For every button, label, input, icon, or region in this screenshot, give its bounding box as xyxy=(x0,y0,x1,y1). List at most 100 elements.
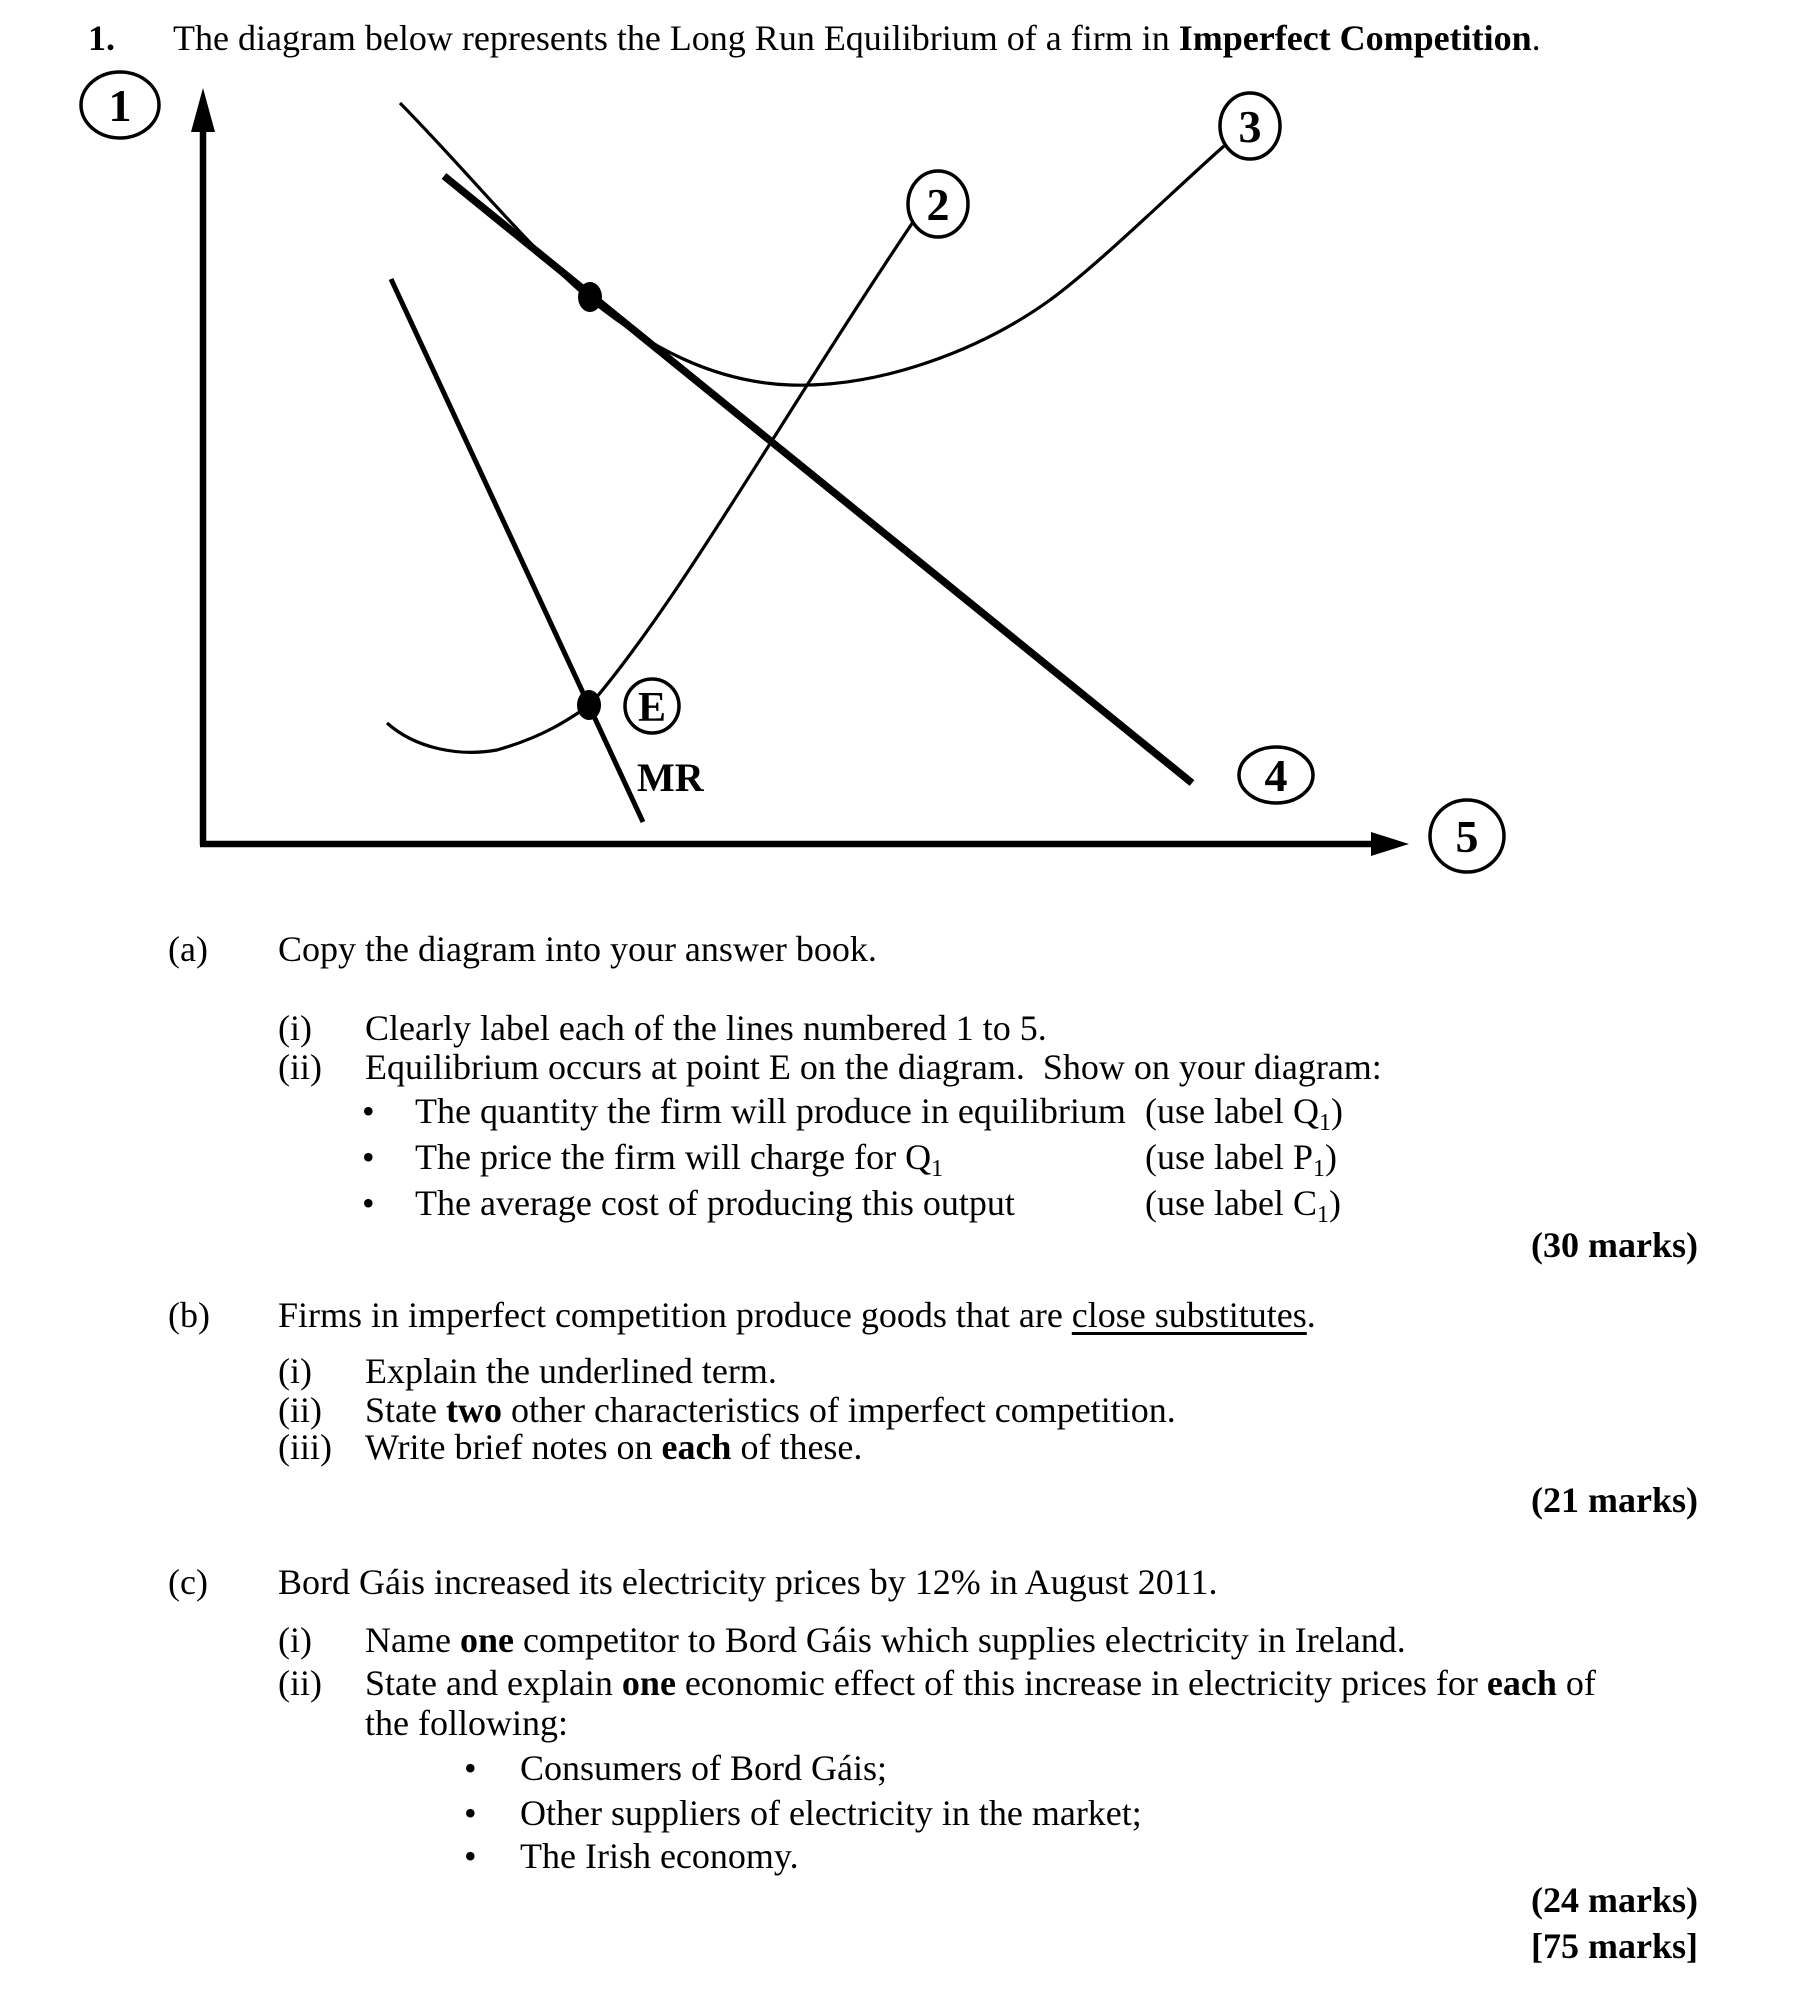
part-a-marker: (a) xyxy=(168,929,208,969)
part-b-i-text: Explain the underlined term. xyxy=(365,1351,777,1391)
part-c-i-text: Name one competitor to Bord Gáis which s… xyxy=(365,1622,1406,1658)
part-b-iii-row: (iii) Write brief notes on each of these… xyxy=(0,1429,1818,1469)
part-a-bullet-1-label: (use label Q1) xyxy=(1145,1091,1343,1136)
mr-label: MR xyxy=(637,755,705,800)
point-e-label: E xyxy=(623,677,681,735)
demand-line xyxy=(441,173,1195,786)
part-c-i-pre: Name xyxy=(365,1620,460,1660)
bullet-2-text-main: The price the firm will charge for Q xyxy=(415,1137,932,1177)
part-a-ii-marker: (ii) xyxy=(278,1047,322,1087)
part-a-text: Copy the diagram into your answer book. xyxy=(278,929,877,969)
part-c-marks-row: (24 marks) xyxy=(0,1882,1818,1922)
marginal-cost-curve xyxy=(385,221,915,754)
circle-label-5: 5 xyxy=(1428,798,1506,874)
question-title: The diagram below represents the Long Ru… xyxy=(173,20,1541,56)
circle-label-4: 4 xyxy=(1237,745,1315,805)
question-number: 1. xyxy=(88,18,115,58)
part-b-iii-text: Write brief notes on each of these. xyxy=(365,1429,862,1465)
part-a-marks: (30 marks) xyxy=(1531,1225,1698,1265)
circle-3-number: 3 xyxy=(1239,101,1262,152)
part-b-text-end: . xyxy=(1306,1295,1316,1335)
bullet-icon: • xyxy=(464,1748,477,1788)
part-c-i-marker: (i) xyxy=(278,1620,312,1660)
circle-label-2: 2 xyxy=(906,169,970,239)
title-text: The diagram below represents the Long Ru… xyxy=(173,18,1179,58)
part-b-iii-pre: Write brief notes on xyxy=(365,1427,662,1467)
part-b-marks: (21 marks) xyxy=(1531,1480,1698,1520)
x-axis-arrowhead xyxy=(1371,832,1409,856)
circle-5-number: 5 xyxy=(1456,811,1479,862)
part-c-marks: (24 marks) xyxy=(1531,1880,1698,1920)
label-p-sub: 1 xyxy=(1312,1156,1325,1182)
part-c-bullet-2-row: • Other suppliers of electricity in the … xyxy=(0,1795,1818,1835)
part-c-bullet-1-row: • Consumers of Bord Gáis; xyxy=(0,1750,1818,1790)
part-b-text-pre: Firms in imperfect competition produce g… xyxy=(278,1295,1072,1335)
part-a-row: (a) Copy the diagram into your answer bo… xyxy=(0,931,1818,971)
part-a-ii-row: (ii) Equilibrium occurs at point E on th… xyxy=(0,1049,1818,1089)
title-period: . xyxy=(1531,18,1541,58)
part-a-bullet-2-text: The price the firm will charge for Q1 xyxy=(415,1137,944,1182)
part-b-i-marker: (i) xyxy=(278,1351,312,1391)
part-a-bullet-3-label: (use label C1) xyxy=(1145,1183,1341,1228)
part-b-iii-end: of these. xyxy=(731,1427,863,1467)
bullet-icon: • xyxy=(362,1137,375,1177)
part-b-ii-end: other characteristics of imperfect compe… xyxy=(501,1390,1176,1430)
part-a-bullet-2-row: • The price the firm will charge for Q1 … xyxy=(0,1137,1818,1182)
part-b-ii-text: State two other characteristics of imper… xyxy=(365,1392,1176,1428)
part-a-bullet-1-text: The quantity the firm will produce in eq… xyxy=(415,1091,1126,1131)
part-c-bullet-3-row: • The Irish economy. xyxy=(0,1838,1818,1878)
part-c-ii-mid: economic effect of this increase in elec… xyxy=(675,1663,1487,1703)
part-c-bullet-3-text: The Irish economy. xyxy=(520,1836,799,1876)
part-c-ii-row: (ii) State and explain one economic effe… xyxy=(0,1665,1818,1705)
part-c-bullet-1-text: Consumers of Bord Gáis; xyxy=(520,1748,887,1788)
part-c-ii-continuation-row: the following: xyxy=(0,1705,1818,1745)
part-a-bullet-3-row: • The average cost of producing this out… xyxy=(0,1183,1818,1228)
part-c-text: Bord Gáis increased its electricity pric… xyxy=(278,1562,1218,1602)
question-title-row: 1. The diagram below represents the Long… xyxy=(0,20,1818,60)
part-b-row: (b) Firms in imperfect competition produ… xyxy=(0,1297,1818,1337)
part-b-underlined-term: close substitutes xyxy=(1071,1295,1307,1335)
bullet-2-text-sub: 1 xyxy=(931,1156,944,1182)
part-a-bullet-3-text: The average cost of producing this outpu… xyxy=(415,1183,1015,1223)
total-marks: [75 marks] xyxy=(1531,1926,1698,1966)
part-c-i-row: (i) Name one competitor to Bord Gáis whi… xyxy=(0,1622,1818,1662)
part-b-iii-marker: (iii) xyxy=(278,1427,332,1467)
bullet-icon: • xyxy=(464,1836,477,1876)
circle-2-outline xyxy=(906,169,970,239)
part-b-marks-row: (21 marks) xyxy=(0,1482,1818,1522)
part-c-ii-end: of xyxy=(1556,1663,1596,1703)
label-c-end: ) xyxy=(1328,1183,1341,1223)
part-c-i-end: competitor to Bord Gáis which supplies e… xyxy=(513,1620,1406,1660)
circle-4-number: 4 xyxy=(1265,750,1288,801)
bullet-icon: • xyxy=(362,1183,375,1223)
circle-label-3: 3 xyxy=(1218,91,1282,161)
part-b-ii-row: (ii) State two other characteristics of … xyxy=(0,1392,1818,1432)
part-a-bullet-1-row: • The quantity the firm will produce in … xyxy=(0,1091,1818,1136)
equilibrium-diagram: 1 2 3 4 5 E MR xyxy=(79,70,1506,874)
title-bold-text: Imperfect Competition xyxy=(1178,18,1532,58)
point-e-outline xyxy=(623,677,681,735)
bullet-icon: • xyxy=(464,1793,477,1833)
part-a-i-marker: (i) xyxy=(278,1008,312,1048)
circle-2-number: 2 xyxy=(927,179,950,230)
part-c-ii-text: State and explain one economic effect of… xyxy=(365,1665,1596,1701)
part-b-ii-marker: (ii) xyxy=(278,1390,322,1430)
equilibrium-point-dot xyxy=(577,690,601,720)
part-b-ii-pre: State xyxy=(365,1390,446,1430)
label-p-end: ) xyxy=(1324,1137,1337,1177)
part-b-iii-bold: each xyxy=(661,1427,732,1467)
part-a-marks-row: (30 marks) xyxy=(0,1227,1818,1267)
part-a-i-text: Clearly label each of the lines numbered… xyxy=(365,1008,1047,1048)
part-a-i-row: (i) Clearly label each of the lines numb… xyxy=(0,1010,1818,1050)
part-a-bullet-2-label: (use label P1) xyxy=(1145,1137,1337,1182)
tangency-point-dot xyxy=(578,282,602,312)
circle-1-outline xyxy=(79,70,161,140)
circle-1-number: 1 xyxy=(109,80,132,131)
part-c-ii-continuation: the following: xyxy=(365,1703,568,1743)
circle-5-outline xyxy=(1428,798,1506,874)
circle-label-1: 1 xyxy=(79,70,161,140)
part-c-i-bold: one xyxy=(459,1620,514,1660)
label-q-end: ) xyxy=(1330,1091,1343,1131)
part-a-ii-text: Equilibrium occurs at point E on the dia… xyxy=(365,1047,1382,1087)
part-c-ii-pre: State and explain xyxy=(365,1663,622,1703)
